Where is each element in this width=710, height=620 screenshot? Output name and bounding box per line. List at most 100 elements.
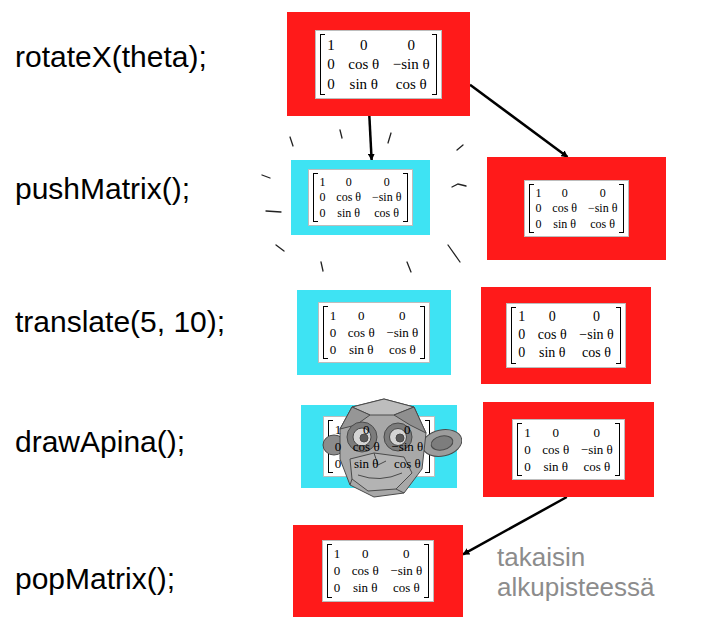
matrix-panel: 1000cos θ−sin θ0sin θcos θ	[318, 302, 431, 363]
matrix-entry: 0	[518, 327, 525, 344]
matrix-entry: 0	[536, 217, 542, 231]
matrix-entry: 0	[390, 546, 422, 562]
matrix-entry: 1	[524, 425, 531, 441]
matrix-entry: 0	[334, 563, 341, 579]
matrix-entry: cos θ	[386, 342, 418, 358]
matrix-panel: 1000cos θ−sin θ0sin θcos θ	[308, 169, 414, 227]
matrix-brackets: 1000cos θ−sin θ0sin θcos θ	[511, 307, 621, 364]
matrix-entry: cos θ	[579, 345, 613, 362]
matrix-entry: sin θ	[348, 75, 379, 93]
arrow-connector	[470, 85, 568, 157]
matrix-entry: 1	[330, 308, 337, 324]
matrix-entry: 0	[353, 422, 380, 438]
matrix-box-red: 1000cos θ−sin θ0sin θcos θ	[293, 525, 463, 617]
matrix-entry: 0	[335, 439, 342, 455]
matrix-entry: sin θ	[353, 456, 380, 472]
matrix-entry: sin θ	[352, 580, 379, 596]
matrix-entry: cos θ	[538, 327, 567, 344]
matrix-entry: sin θ	[542, 459, 569, 475]
matrix-entry: sin θ	[336, 206, 361, 220]
matrix-entry: cos θ	[336, 190, 361, 204]
code-line: drawApina();	[15, 425, 185, 460]
matrix-panel: 1000cos θ−sin θ0sin θcos θ	[506, 303, 626, 368]
matrix-box-cyan: 1000cos θ−sin θ0sin θcos θ	[301, 405, 457, 488]
matrix-entry: cos θ	[348, 325, 375, 341]
matrix-entry: 1	[334, 546, 341, 562]
matrix-box-cyan: 1000cos θ−sin θ0sin θcos θ	[297, 290, 451, 375]
matrix-panel: 1000cos θ−sin θ0sin θcos θ	[524, 180, 630, 238]
matrix-entry: cos θ	[372, 206, 402, 220]
matrix-entry: −sin θ	[588, 201, 618, 215]
matrix-entry: 1	[536, 186, 542, 200]
matrix-entry: cos θ	[393, 75, 430, 93]
matrix-entry: 0	[352, 546, 379, 562]
matrix-entry: −sin θ	[386, 325, 418, 341]
code-line: translate(5, 10);	[15, 305, 225, 340]
matrix-entry: 0	[581, 425, 613, 441]
matrix-entry: cos θ	[581, 459, 613, 475]
matrix-entry: cos θ	[552, 201, 577, 215]
matrix-brackets: 1000cos θ−sin θ0sin θcos θ	[323, 306, 426, 359]
matrix-entry: cos θ	[391, 456, 423, 472]
matrix-entry: 0	[372, 175, 402, 189]
matrix-brackets: 1000cos θ−sin θ0sin θcos θ	[320, 34, 436, 95]
matrix-entry: cos θ	[353, 439, 380, 455]
matrix-entry: 0	[336, 175, 361, 189]
code-line: popMatrix();	[15, 562, 175, 597]
matrix-box-cyan: 1000cos θ−sin θ0sin θcos θ	[291, 160, 430, 235]
matrix-entry: 1	[518, 309, 525, 326]
matrix-entry: 0	[320, 190, 326, 204]
matrix-entry: −sin θ	[390, 563, 422, 579]
matrix-panel: 1000cos θ−sin θ0sin θcos θ	[322, 540, 435, 601]
matrix-entry: 0	[524, 442, 531, 458]
matrix-entry: 0	[538, 309, 567, 326]
highlight-sparkles	[262, 130, 466, 272]
matrix-panel: 1000cos θ−sin θ0sin θcos θ	[512, 419, 625, 480]
matrix-entry: cos θ	[588, 217, 618, 231]
matrix-entry: 1	[335, 422, 342, 438]
matrix-entry: cos θ	[542, 442, 569, 458]
matrix-entry: cos θ	[390, 580, 422, 596]
matrix-panel: 1000cos θ−sin θ0sin θcos θ	[323, 416, 436, 477]
matrix-entry: 0	[518, 345, 525, 362]
code-line: pushMatrix();	[15, 172, 190, 207]
matrix-brackets: 1000cos θ−sin θ0sin θcos θ	[529, 184, 625, 234]
matrix-entry: 0	[393, 36, 430, 54]
matrix-entry: sin θ	[348, 342, 375, 358]
matrix-entry: 0	[552, 186, 577, 200]
matrix-brackets: 1000cos θ−sin θ0sin θcos θ	[327, 544, 430, 597]
matrix-entry: cos θ	[352, 563, 379, 579]
matrix-entry: −sin θ	[581, 442, 613, 458]
matrix-entry: 0	[335, 456, 342, 472]
matrix-entry: 0	[327, 55, 335, 73]
matrix-entry: 0	[348, 308, 375, 324]
matrix-entry: 0	[334, 580, 341, 596]
matrix-box-red: 1000cos θ−sin θ0sin θcos θ	[483, 402, 654, 497]
matrix-entry: −sin θ	[372, 190, 402, 204]
matrix-entry: −sin θ	[579, 327, 613, 344]
note-text: takaisin alkupisteessä	[497, 543, 702, 603]
matrix-panel: 1000cos θ−sin θ0sin θcos θ	[315, 30, 441, 99]
matrix-entry: −sin θ	[391, 439, 423, 455]
arrow-connector	[369, 116, 371, 160]
matrix-entry: 0	[579, 309, 613, 326]
matrix-entry: 0	[524, 459, 531, 475]
matrix-entry: 0	[386, 308, 418, 324]
matrix-box-red: 1000cos θ−sin θ0sin θcos θ	[287, 12, 470, 116]
matrix-entry: 0	[320, 206, 326, 220]
matrix-entry: 0	[327, 75, 335, 93]
matrix-entry: 0	[330, 325, 337, 341]
matrix-entry: 0	[348, 36, 379, 54]
matrix-entry: 1	[320, 175, 326, 189]
matrix-entry: 0	[330, 342, 337, 358]
matrix-entry: cos θ	[348, 55, 379, 73]
matrix-entry: 0	[391, 422, 423, 438]
matrix-brackets: 1000cos θ−sin θ0sin θcos θ	[517, 423, 620, 476]
matrix-box-red: 1000cos θ−sin θ0sin θcos θ	[481, 287, 651, 384]
matrix-entry: sin θ	[538, 345, 567, 362]
matrix-entry: sin θ	[552, 217, 577, 231]
matrix-box-red: 1000cos θ−sin θ0sin θcos θ	[487, 157, 666, 260]
matrix-brackets: 1000cos θ−sin θ0sin θcos θ	[313, 173, 409, 223]
code-line: rotateX(theta);	[15, 40, 207, 75]
matrix-entry: 0	[536, 201, 542, 215]
